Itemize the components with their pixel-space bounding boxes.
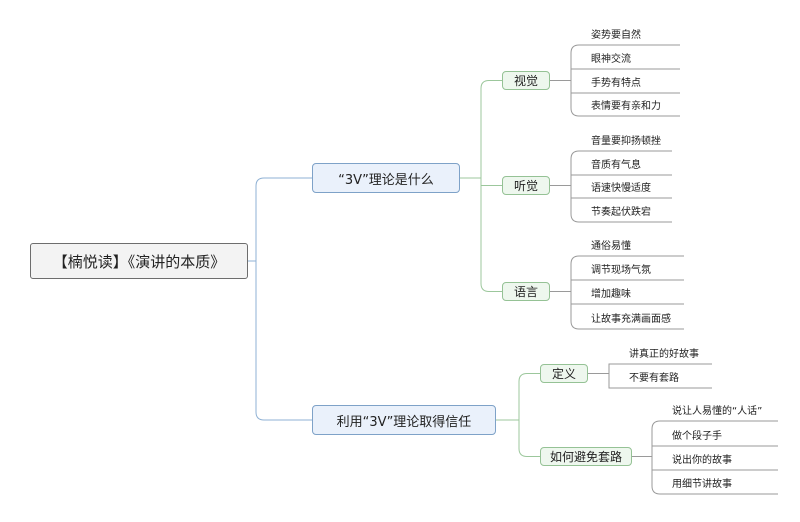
- leaf-moderate-pace[interactable]: 语速快慢适度: [591, 183, 651, 194]
- connector-branch2-sub1: [496, 419, 540, 457]
- leaf-adjust-atmosphere[interactable]: 调节现场气氛: [591, 265, 651, 276]
- connector-leaf-vivid-story: [550, 291, 587, 330]
- subtopic-language[interactable]: 语言: [502, 282, 550, 301]
- leaf-speak-plainly[interactable]: 说让人易懂的“人话”: [672, 406, 763, 417]
- connector-branch2-sub0: [496, 373, 540, 421]
- leaf-volume-cadence[interactable]: 音量要抑扬顿挫: [591, 136, 661, 147]
- leaf-no-routine[interactable]: 不要有套路: [629, 373, 679, 384]
- connector-leaf-detail-story: [632, 456, 668, 495]
- leaf-rhythm-variation[interactable]: 节奏起伏跌宕: [591, 207, 651, 218]
- leaf-detail-story[interactable]: 用细节讲故事: [672, 479, 732, 490]
- connector-leaf-moderate-pace: [550, 185, 587, 199]
- connector-leaf-be-joker: [632, 445, 668, 457]
- leaf-add-fun[interactable]: 增加趣味: [591, 289, 631, 300]
- leaf-be-joker[interactable]: 做个段子手: [672, 431, 722, 442]
- connector-leaf-tell-your-story: [632, 456, 668, 471]
- connector-leaf-friendly-expression: [550, 80, 587, 117]
- connector-leaf-tell-good-story: [588, 363, 625, 374]
- connector-leaf-rhythm-variation: [550, 185, 587, 223]
- leaf-friendly-expression[interactable]: 表情要有亲和力: [591, 101, 661, 112]
- connector-leaf-no-routine: [588, 373, 625, 389]
- connector-leaf-adjust-atmosphere: [550, 279, 587, 292]
- connector-leaf-distinct-gestures: [550, 80, 587, 94]
- connector-leaf-speak-plainly: [632, 420, 668, 457]
- leaf-tell-good-story[interactable]: 讲真正的好故事: [629, 349, 699, 360]
- leaf-vivid-story[interactable]: 让故事充满画面感: [591, 314, 671, 325]
- connector-leaf-volume-cadence: [550, 150, 587, 186]
- branch-use-3v-trust[interactable]: 利用“3V”理论取得信任: [312, 405, 496, 435]
- leaf-eye-contact[interactable]: 眼神交流: [591, 54, 631, 65]
- connector-leaf-easy-to-understand: [550, 255, 587, 292]
- leaf-tell-your-story[interactable]: 说出你的故事: [672, 455, 732, 466]
- connector-leaf-natural-posture: [550, 44, 587, 81]
- subtopic-definition[interactable]: 定义: [540, 364, 588, 383]
- subtopic-auditory[interactable]: 听觉: [502, 176, 550, 195]
- leaf-distinct-gestures[interactable]: 手势有特点: [591, 78, 641, 89]
- branch-3v-theory[interactable]: “3V”理论是什么: [312, 163, 460, 193]
- subtopic-visual[interactable]: 视觉: [502, 71, 550, 90]
- connector-leaf-voice-breath: [550, 174, 587, 186]
- leaf-voice-breath[interactable]: 音质有气息: [591, 160, 641, 171]
- root-topic[interactable]: 【楠悦读】《演讲的本质》: [30, 243, 248, 279]
- connector-root-branch1: [248, 177, 312, 262]
- connector-leaf-eye-contact: [550, 68, 587, 81]
- connector-branch1-sub2: [460, 177, 502, 292]
- leaf-easy-to-understand[interactable]: 通俗易懂: [591, 241, 631, 252]
- connector-root-branch2: [248, 260, 312, 421]
- connector-branch1-sub0: [460, 80, 502, 179]
- connector-leaf-add-fun: [550, 291, 587, 305]
- subtopic-avoid-routine[interactable]: 如何避免套路: [540, 447, 632, 466]
- leaf-natural-posture[interactable]: 姿势要自然: [591, 30, 641, 41]
